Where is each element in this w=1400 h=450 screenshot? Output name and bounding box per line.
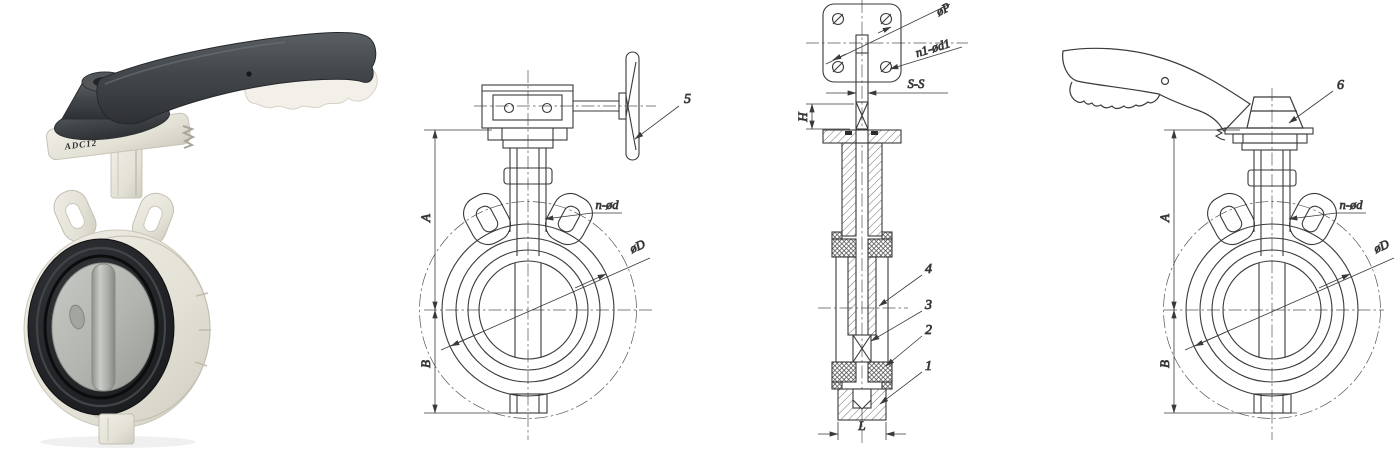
stem-square-section (855, 101, 869, 130)
lug-holes-label: n-ød (1340, 198, 1364, 212)
bottom-boss (509, 393, 548, 414)
callout-3-label: 3 (924, 298, 932, 313)
outer-dia-callout: øD (1184, 236, 1395, 351)
callout-5-label: 5 (684, 92, 691, 107)
callout-5: 5 (634, 92, 691, 140)
valve-lugs-outline (463, 192, 593, 246)
handle-grip-serration (1069, 81, 1161, 110)
lug-hole-callout: n-ød (544, 198, 622, 221)
valve-neck (110, 145, 143, 199)
lug-hole-callout: n-ød (1288, 198, 1366, 221)
callout-2-label: 2 (925, 323, 932, 338)
handle-highlight (104, 41, 286, 85)
dim-l: L (818, 418, 906, 440)
gearbox (481, 84, 574, 149)
disc-stamp (69, 304, 85, 330)
disc-hub-section (852, 334, 872, 363)
section-view-panel: øP n1-ød1 S-S H (795, 0, 968, 446)
flange-bolt-holes (831, 12, 893, 74)
part-callouts: 4 3 2 1 (870, 262, 932, 405)
center-lines (1163, 88, 1384, 440)
stem-section-label: S-S (908, 77, 925, 91)
dim-l-label: L (857, 418, 865, 433)
callout-6: 6 (1288, 78, 1344, 124)
cast-mark-text: ADC12 (63, 138, 97, 152)
pitch-dia-callout: øP (825, 0, 953, 65)
valve-disc (51, 262, 155, 392)
lug-holes-label: n-ød (596, 198, 620, 212)
outer-dia-label: øD (627, 237, 648, 256)
dim-h: H (795, 103, 854, 130)
valve-lugs-outline (1207, 192, 1337, 246)
handle-lever (96, 32, 377, 125)
valve-body-circles (441, 223, 615, 414)
dim-b-label: B (418, 360, 433, 368)
bottom-plug-section (837, 388, 887, 421)
callout-1-label: 1 (925, 359, 932, 374)
callout-6-label: 6 (1337, 78, 1344, 93)
dim-a-b: A B (1157, 129, 1297, 414)
dim-h-label: H (795, 112, 810, 123)
body-ribs (194, 292, 211, 367)
lever-handle-view-panel: A B n-ød øD 6 (1062, 47, 1395, 440)
center-lines (419, 70, 656, 440)
notch-plate-teeth (181, 125, 196, 149)
handle-hole (246, 71, 252, 77)
outer-dia-callout: øD (440, 236, 651, 351)
center-lines (806, 0, 968, 446)
bottom-boss (1253, 393, 1292, 414)
handwheel (573, 51, 640, 161)
valve-photo-panel: ADC12 (23, 32, 378, 448)
top-flange-view (822, 3, 902, 102)
bottom-stem-boss (98, 413, 135, 445)
dim-a-label: A (418, 214, 433, 223)
dim-b-label: B (1157, 360, 1172, 368)
stem-section-dim: S-S (826, 77, 948, 96)
dim-a-label: A (1157, 214, 1172, 223)
seat-sections (831, 231, 893, 390)
gear-operator-view-panel: A B n-ød øD 5 (418, 51, 691, 440)
pitch-dia-label: øP (933, 0, 953, 19)
callout-4-label: 4 (925, 262, 932, 277)
dim-a-b: A B (418, 129, 514, 414)
outer-dia-label: øD (1371, 237, 1392, 256)
neck-section (822, 129, 902, 237)
handle-hole (1160, 76, 1170, 86)
flange-holes-label: n1-ød1 (914, 36, 952, 60)
handle-hub (1246, 96, 1304, 129)
lever-handle (1062, 47, 1304, 132)
disc-stem-shaft (91, 263, 116, 392)
notch-plate (1214, 127, 1314, 151)
